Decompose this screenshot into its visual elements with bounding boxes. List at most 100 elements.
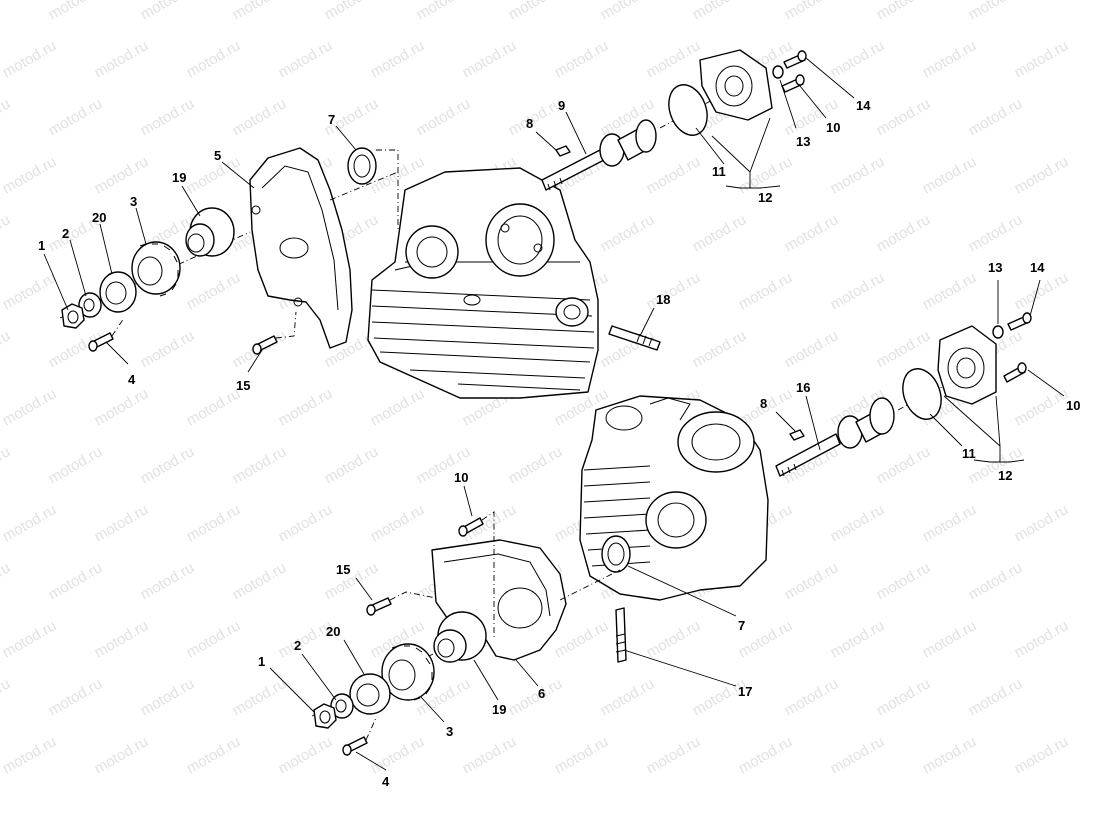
watermark-text: motod.ru <box>0 211 13 255</box>
callout-3-lower: 3 <box>446 724 453 739</box>
callout-10-upper: 10 <box>826 120 840 135</box>
watermark-text: motod.ru <box>368 501 428 545</box>
washer-20-upper <box>99 271 137 313</box>
watermark-text: motod.ru <box>874 559 934 603</box>
washer-13-lower <box>992 325 1004 339</box>
watermark-text: motod.ru <box>966 559 1026 603</box>
watermark-text: motod.ru <box>414 0 474 23</box>
watermark-text: motod.ru <box>92 617 152 661</box>
o-ring-11-upper <box>668 84 708 136</box>
callout-7-upper: 7 <box>328 112 335 127</box>
watermark-text: motod.ru <box>230 0 290 23</box>
callout-17-lower: 17 <box>738 684 752 699</box>
watermark-text: motod.ru <box>1012 501 1072 545</box>
watermark-text: motod.ru <box>644 269 704 313</box>
callout-5-upper: 5 <box>214 148 221 163</box>
watermark-text: motod.ru <box>0 675 13 719</box>
watermark-text: motod.ru <box>460 733 520 777</box>
callout-16-lower: 16 <box>796 380 810 395</box>
watermark-text: motod.ru <box>184 269 244 313</box>
o-ring-11-lower <box>902 368 942 420</box>
watermark-text: motod.ru <box>92 385 152 429</box>
watermark-text: motod.ru <box>506 95 566 139</box>
watermark-text: motod.ru <box>874 675 934 719</box>
watermark-text: motod.ru <box>644 617 704 661</box>
watermark-text: motod.ru <box>184 617 244 661</box>
watermark-text: motod.ru <box>46 443 106 487</box>
watermark-text: motod.ru <box>46 559 106 603</box>
stud-18 <box>608 325 661 351</box>
watermark-text: motod.ru <box>782 327 842 371</box>
bolt-4-lower <box>342 717 377 756</box>
watermark-text: motod.ru <box>874 327 934 371</box>
bolt-10-upper <box>781 74 805 93</box>
washer-2-lower <box>330 693 354 719</box>
callout-14-upper: 14 <box>856 98 871 113</box>
watermark-text: motod.ru <box>368 37 428 81</box>
key-8-upper <box>555 145 571 157</box>
watermark-text: motod.ru <box>138 559 198 603</box>
washer-20-lower <box>349 673 391 715</box>
callout-19-lower: 19 <box>492 702 506 717</box>
callout-9-upper: 9 <box>558 98 565 113</box>
watermark-text: motod.ru <box>828 733 888 777</box>
callout-1-upper: 1 <box>38 238 45 253</box>
bolt-15-upper <box>252 311 297 355</box>
watermark-text: motod.ru <box>368 385 428 429</box>
watermark-text: motod.ru <box>230 675 290 719</box>
bolt-10-lower-center <box>458 511 495 537</box>
watermark-text: motod.ru <box>966 0 1026 23</box>
watermark-text: motod.ru <box>966 211 1026 255</box>
watermark-text: motod.ru <box>276 733 336 777</box>
watermark-text: motod.ru <box>874 443 934 487</box>
callout-13-lower: 13 <box>988 260 1002 275</box>
watermark-text: motod.ru <box>46 0 106 23</box>
watermark-text: motod.ru <box>184 733 244 777</box>
watermark-text: motod.ru <box>1012 153 1072 197</box>
hub-19-lower <box>433 611 487 663</box>
watermark-text: motod.ru <box>1012 269 1072 313</box>
watermark-text: motod.ru <box>1012 617 1072 661</box>
callout-8-upper: 8 <box>526 116 533 131</box>
watermark-text: motod.ru <box>0 0 13 23</box>
watermark-text: motod.ru <box>0 733 59 777</box>
callout-19-upper: 19 <box>172 170 186 185</box>
watermark-text: motod.ru <box>828 153 888 197</box>
watermark-text: motod.ru <box>322 559 382 603</box>
watermark-text: motod.ru <box>276 501 336 545</box>
bolt-14-lower <box>1007 312 1032 331</box>
bearing-housing-lower <box>937 325 997 405</box>
watermark-text: motod.ru <box>138 0 198 23</box>
watermark-text: motod.ru <box>828 501 888 545</box>
watermark-text: motod.ru <box>552 617 612 661</box>
watermark-text: motod.ru <box>92 501 152 545</box>
watermark-text: motod.ru <box>92 153 152 197</box>
watermark-text: motod.ru <box>598 211 658 255</box>
nut-1-upper <box>61 303 85 329</box>
watermark-text: motod.ru <box>230 443 290 487</box>
watermark-text: motod.ru <box>0 617 59 661</box>
watermark-text: motod.ru <box>322 443 382 487</box>
watermark-text: motod.ru <box>368 733 428 777</box>
oil-seal-7-upper <box>347 147 399 230</box>
upper-assembly: 1 2 20 3 19 5 7 4 15 8 9 18 11 12 13 10 … <box>38 49 871 399</box>
callout-20-lower: 20 <box>326 624 340 639</box>
callout-4-lower: 4 <box>382 774 390 789</box>
leader-lines-lower <box>269 279 1065 771</box>
watermark-text: motod.ru <box>414 95 474 139</box>
watermark-text: motod.ru <box>0 501 59 545</box>
watermark-text: motod.ru <box>0 385 59 429</box>
callout-11-lower: 11 <box>962 446 976 461</box>
callout-18-upper: 18 <box>656 292 670 307</box>
sprocket-3-upper <box>131 241 181 297</box>
callout-15-lower: 15 <box>336 562 350 577</box>
callout-10-lower-center: 10 <box>454 470 468 485</box>
watermark-text: motod.ru <box>828 37 888 81</box>
oil-seal-7-lower <box>601 535 631 573</box>
watermark-text: motod.ru <box>598 0 658 23</box>
watermark-text: motod.ru <box>874 0 934 23</box>
watermark-text: motod.ru <box>1012 37 1072 81</box>
bolt-4-upper <box>88 317 125 352</box>
watermark-text: motod.ru <box>322 0 382 23</box>
